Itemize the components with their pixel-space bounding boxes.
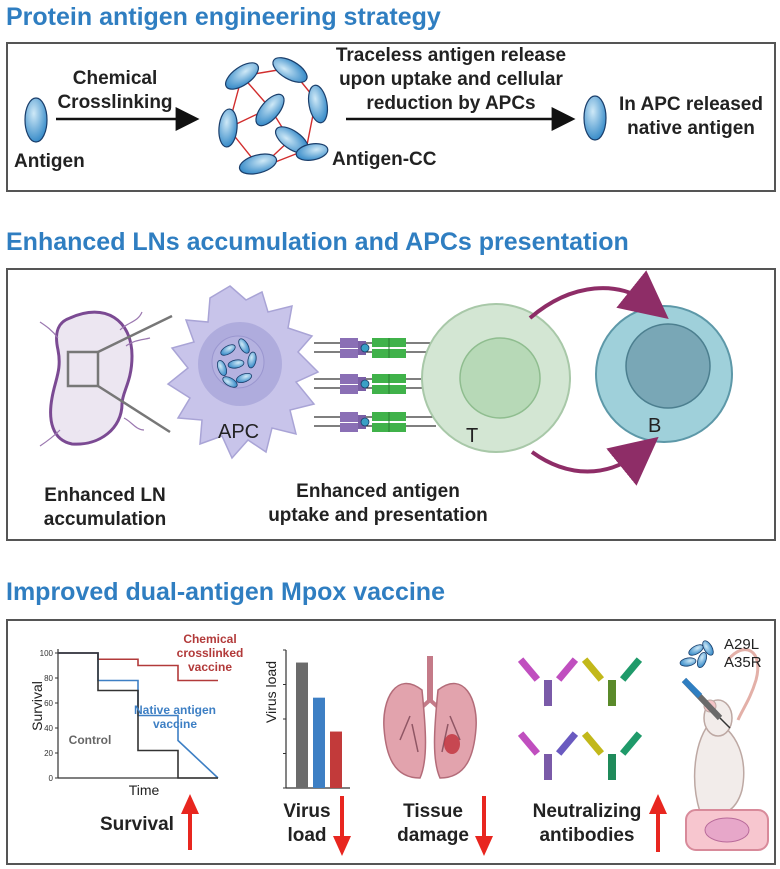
t-cell-label: T [466, 425, 479, 447]
crosslink-label-line2: Crosslinking [57, 92, 173, 113]
virus-load-bar [313, 697, 325, 788]
series-label-crosslinked-3: vaccine [188, 660, 232, 674]
panel-presentation [6, 268, 776, 541]
nab-line2: antibodies [539, 825, 635, 846]
activation-arrow-top [528, 270, 669, 320]
series-label-crosslinked-1: Chemical [183, 632, 236, 646]
released-line1: In APC released [619, 94, 763, 115]
survival-ylabel: Survival [29, 681, 45, 731]
section1-title: Protein antigen engineering strategy [6, 3, 441, 31]
survival-chart: 0 20 40 60 80 100 Survival Time Chemical cros… [29, 632, 243, 798]
released-antigen-icon [583, 95, 607, 141]
antibodies-illustration [517, 657, 643, 780]
b-cell-label: B [648, 415, 662, 437]
activation-arrow-bottom [530, 436, 659, 486]
tissue-damage-label: Tissue damage [388, 800, 478, 848]
release-line1: Traceless antigen release [335, 45, 567, 66]
lungs-illustration [383, 656, 477, 779]
survival-ytick-label: 20 [44, 749, 53, 758]
section3-title: Improved dual-antigen Mpox vaccine [6, 578, 445, 606]
nab-line1: Neutralizing [532, 801, 642, 822]
ln-accumulation-label: Enhanced LN accumulation [30, 484, 180, 532]
ln-line1: Enhanced LN [44, 485, 166, 506]
virus-load-bar [296, 662, 308, 788]
uptake-line2: uptake and presentation [268, 505, 488, 526]
apc-cell [166, 285, 320, 460]
tissue-line1: Tissue [403, 801, 463, 822]
antigen-cc-cluster [218, 57, 329, 175]
release-label: Traceless antigen release upon uptake an… [326, 44, 576, 116]
survival-ytick-label: 0 [49, 774, 54, 783]
tissue-damage-down-arrow [475, 796, 493, 856]
released-antigen-label: In APC released native antigen [612, 93, 770, 141]
antigen-label: Antigen [14, 151, 85, 172]
release-line2: upon uptake and cellular [339, 69, 563, 90]
survival-xlabel: Time [129, 782, 160, 798]
survival-outcome-label: Survival [100, 814, 174, 835]
apc-label: APC [218, 421, 260, 443]
virus-load-outcome-label: Virus load [272, 800, 342, 848]
section2-title: Enhanced LNs accumulation and APCs prese… [6, 228, 629, 256]
virus-load-ylabel: Virus load [263, 661, 279, 723]
survival-up-arrow [181, 794, 199, 850]
panel-engineering [6, 42, 776, 192]
antigen-names-label: A29L A35R [724, 636, 762, 672]
antigen-icon [24, 97, 48, 143]
virus-load-chart: Virus load [263, 649, 350, 789]
antibodies-up-arrow [649, 794, 667, 852]
neutralizing-antibodies-label: Neutralizing antibodies [522, 800, 652, 848]
crosslink-label-line1: Chemical [72, 68, 158, 89]
survival-ytick-label: 40 [44, 724, 53, 733]
antigen-name-a29l: A29L [724, 636, 760, 653]
series-label-native-2: vaccine [153, 717, 197, 731]
virus-load-line2: load [287, 825, 327, 846]
antigen-cc-label: Antigen-CC [332, 149, 437, 170]
mouse-illustration [679, 640, 760, 816]
survival-line-control [58, 652, 218, 779]
uptake-line1: Enhanced antigen [296, 481, 460, 502]
series-label-crosslinked-2: crosslinked [177, 646, 244, 660]
tissue-line2: damage [397, 825, 469, 846]
virus-load-line1: Virus [283, 801, 331, 822]
ln-line2: accumulation [43, 509, 167, 530]
panel-vaccine [6, 619, 776, 865]
crosslink-label: Chemical Crosslinking [40, 67, 190, 115]
antigen-name-a35r: A35R [724, 654, 762, 671]
released-line2: native antigen [627, 118, 755, 139]
survival-ytick-label: 80 [44, 674, 53, 683]
release-line3: reduction by APCs [366, 93, 536, 114]
survival-ytick-label: 60 [44, 699, 53, 708]
mhc-tcr-complexes [314, 338, 436, 432]
uptake-presentation-label: Enhanced antigen uptake and presentation [258, 480, 498, 528]
virus-load-down-arrow [333, 796, 351, 856]
b-cell [595, 305, 733, 443]
tissue-slide-icon [685, 809, 769, 851]
lymph-node-illustration [39, 310, 173, 447]
series-label-native-1: Native antigen [134, 703, 216, 717]
virus-load-bar [330, 731, 342, 788]
t-cell [421, 303, 571, 453]
survival-ytick-label: 100 [40, 649, 54, 658]
series-label-control: Control [69, 733, 112, 747]
